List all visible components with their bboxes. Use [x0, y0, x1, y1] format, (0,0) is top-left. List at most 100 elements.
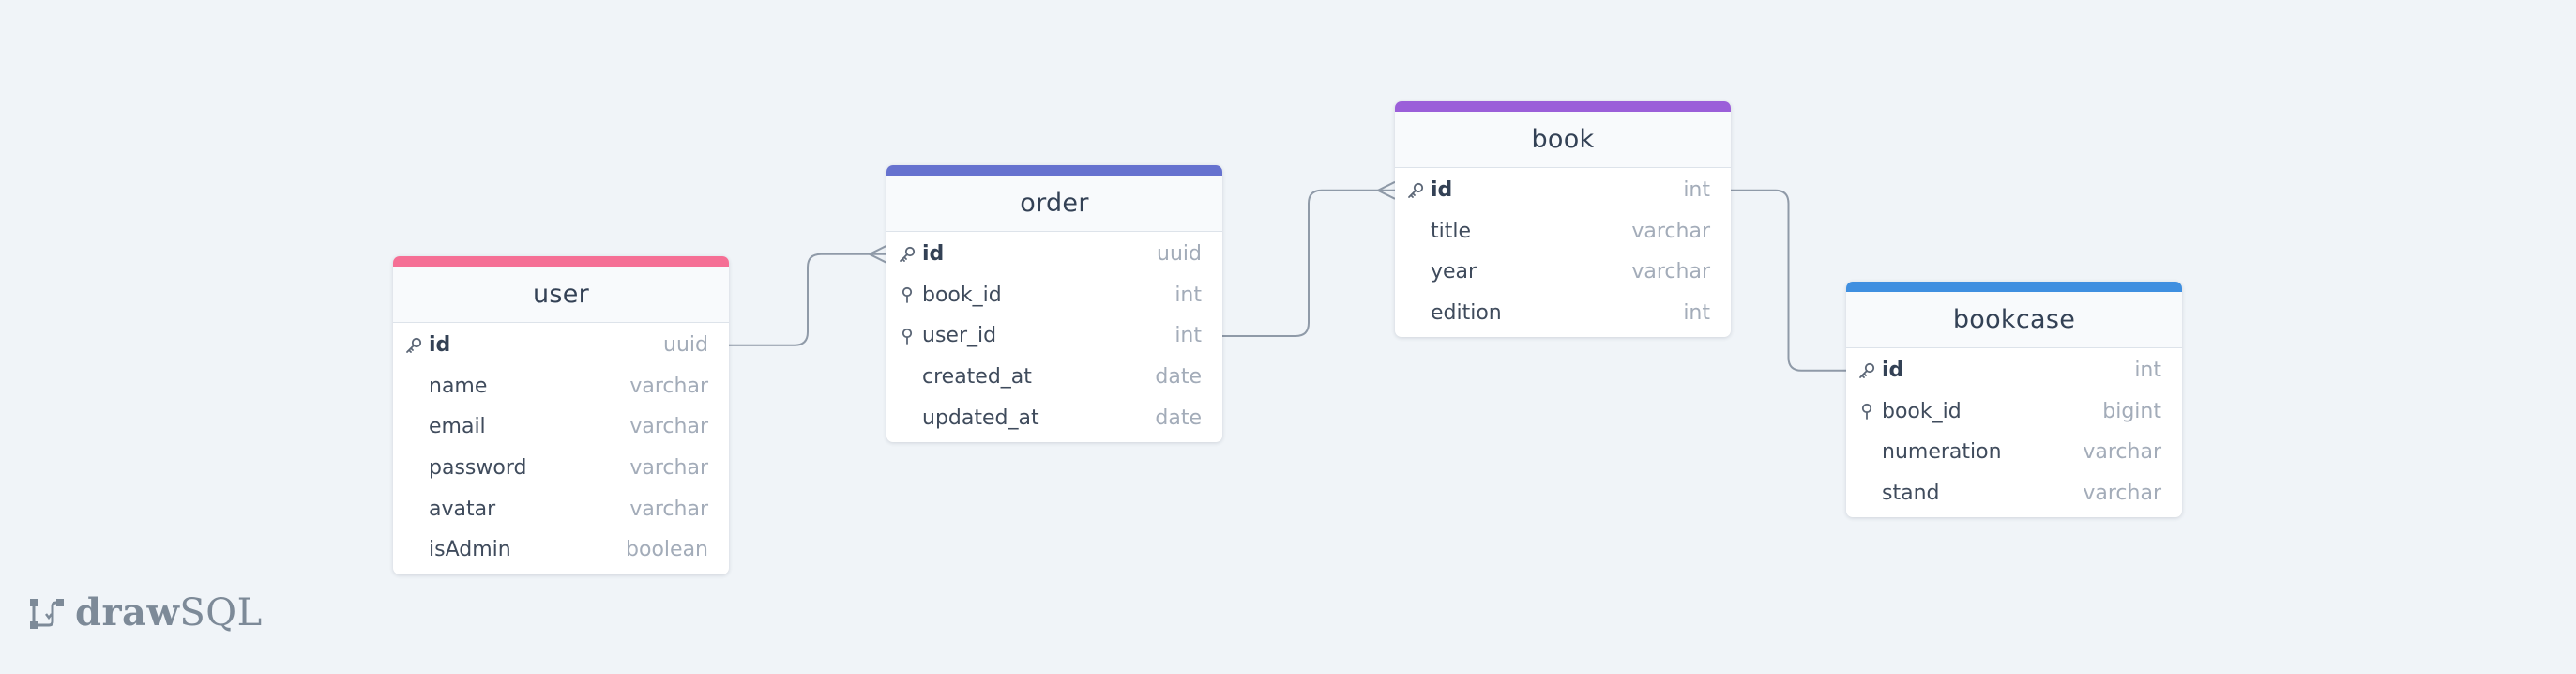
foreign-key-icon [898, 284, 922, 305]
column-type: uuid [1157, 242, 1202, 267]
icon-placeholder [1857, 483, 1882, 504]
icon-placeholder [1406, 303, 1431, 324]
icon-placeholder [1406, 262, 1431, 283]
column-row-year[interactable]: year varchar [1395, 252, 1731, 293]
column-type: varchar [1631, 219, 1710, 243]
column-type: date [1155, 406, 1202, 430]
key-icon [898, 244, 922, 265]
column-row-edition[interactable]: edition int [1395, 293, 1731, 334]
key-icon [404, 335, 429, 356]
icon-placeholder [898, 367, 922, 388]
table-title[interactable]: bookcase [1846, 292, 2182, 348]
table-title[interactable]: user [393, 267, 729, 323]
column-row-title[interactable]: title varchar [1395, 211, 1731, 253]
icon-placeholder [404, 417, 429, 437]
column-type: int [1174, 283, 1202, 307]
table-color-bar [1846, 282, 2182, 292]
table-bookcase[interactable]: bookcase id int book_id bigint numeration var… [1846, 282, 2182, 518]
table-color-bar [886, 165, 1222, 176]
column-type: int [1174, 324, 1202, 348]
icon-placeholder [404, 498, 429, 519]
column-type: date [1155, 365, 1202, 390]
icon-placeholder [404, 375, 429, 396]
table-color-bar [1395, 101, 1731, 112]
column-type: varchar [629, 415, 708, 439]
column-row-stand[interactable]: stand varchar [1846, 473, 2182, 514]
icon-placeholder [1406, 221, 1431, 241]
column-name: created_at [922, 365, 1032, 390]
column-list: id uuid name varchar email varchar password var… [393, 323, 729, 574]
column-row-user-id[interactable]: user_id int [886, 315, 1222, 357]
crows-foot-icon [1377, 180, 1396, 200]
column-row-name[interactable]: name varchar [393, 366, 729, 407]
icon-placeholder [898, 407, 922, 428]
column-type: varchar [1631, 260, 1710, 284]
column-row-created-at[interactable]: created_at date [886, 357, 1222, 398]
column-row-id[interactable]: id uuid [886, 234, 1222, 275]
column-type: varchar [629, 456, 708, 481]
column-name: user_id [922, 324, 997, 348]
column-name: updated_at [922, 406, 1039, 430]
icon-placeholder [404, 458, 429, 479]
column-name: id [1431, 178, 1453, 203]
column-name: name [429, 374, 488, 398]
icon-placeholder [404, 540, 429, 560]
column-row-isadmin[interactable]: isAdmin boolean [393, 529, 729, 571]
column-name: stand [1882, 482, 1940, 506]
column-type: bigint [2102, 399, 2161, 423]
column-row-updated-at[interactable]: updated_at date [886, 397, 1222, 438]
foreign-key-icon [1857, 401, 1882, 421]
column-row-book-id[interactable]: book_id bigint [1846, 391, 2182, 433]
column-name: password [429, 456, 527, 481]
column-name: numeration [1882, 440, 2002, 465]
column-row-id[interactable]: id int [1846, 350, 2182, 391]
relationship-line-order-book[interactable] [1222, 189, 1395, 337]
column-type: int [1683, 301, 1710, 326]
column-name: year [1431, 260, 1477, 284]
column-name: id [429, 333, 451, 358]
drawsql-logo-icon [30, 598, 64, 629]
column-row-email[interactable]: email varchar [393, 406, 729, 448]
column-type: int [2134, 359, 2161, 383]
column-name: book_id [1882, 399, 1962, 423]
column-name: isAdmin [429, 538, 511, 562]
crows-foot-icon [869, 244, 887, 264]
column-name: title [1431, 219, 1472, 243]
logo-text-draw: draw [75, 590, 180, 635]
column-name: email [429, 415, 486, 439]
column-type: uuid [663, 333, 708, 358]
logo-text-sql: SQL [179, 590, 263, 635]
icon-placeholder [1857, 442, 1882, 463]
column-row-avatar[interactable]: avatar varchar [393, 488, 729, 529]
column-name: id [922, 242, 945, 267]
relationship-line-user-order[interactable] [729, 253, 886, 346]
column-name: id [1882, 359, 1904, 383]
key-icon [1857, 360, 1882, 381]
column-row-numeration[interactable]: numeration varchar [1846, 432, 2182, 473]
column-type: varchar [2083, 440, 2161, 465]
table-title[interactable]: book [1395, 112, 1731, 168]
column-name: avatar [429, 497, 496, 521]
table-color-bar [393, 256, 729, 267]
column-type: varchar [629, 497, 708, 521]
foreign-key-icon [898, 326, 922, 346]
column-row-id[interactable]: id uuid [393, 325, 729, 366]
column-type: boolean [626, 538, 708, 562]
column-type: varchar [629, 374, 708, 398]
table-title[interactable]: order [886, 176, 1222, 232]
key-icon [1406, 180, 1431, 201]
column-type: varchar [2083, 482, 2161, 506]
relationship-line-book-bookcase[interactable] [1731, 189, 1846, 372]
column-row-password[interactable]: password varchar [393, 448, 729, 489]
column-name: edition [1431, 301, 1502, 326]
